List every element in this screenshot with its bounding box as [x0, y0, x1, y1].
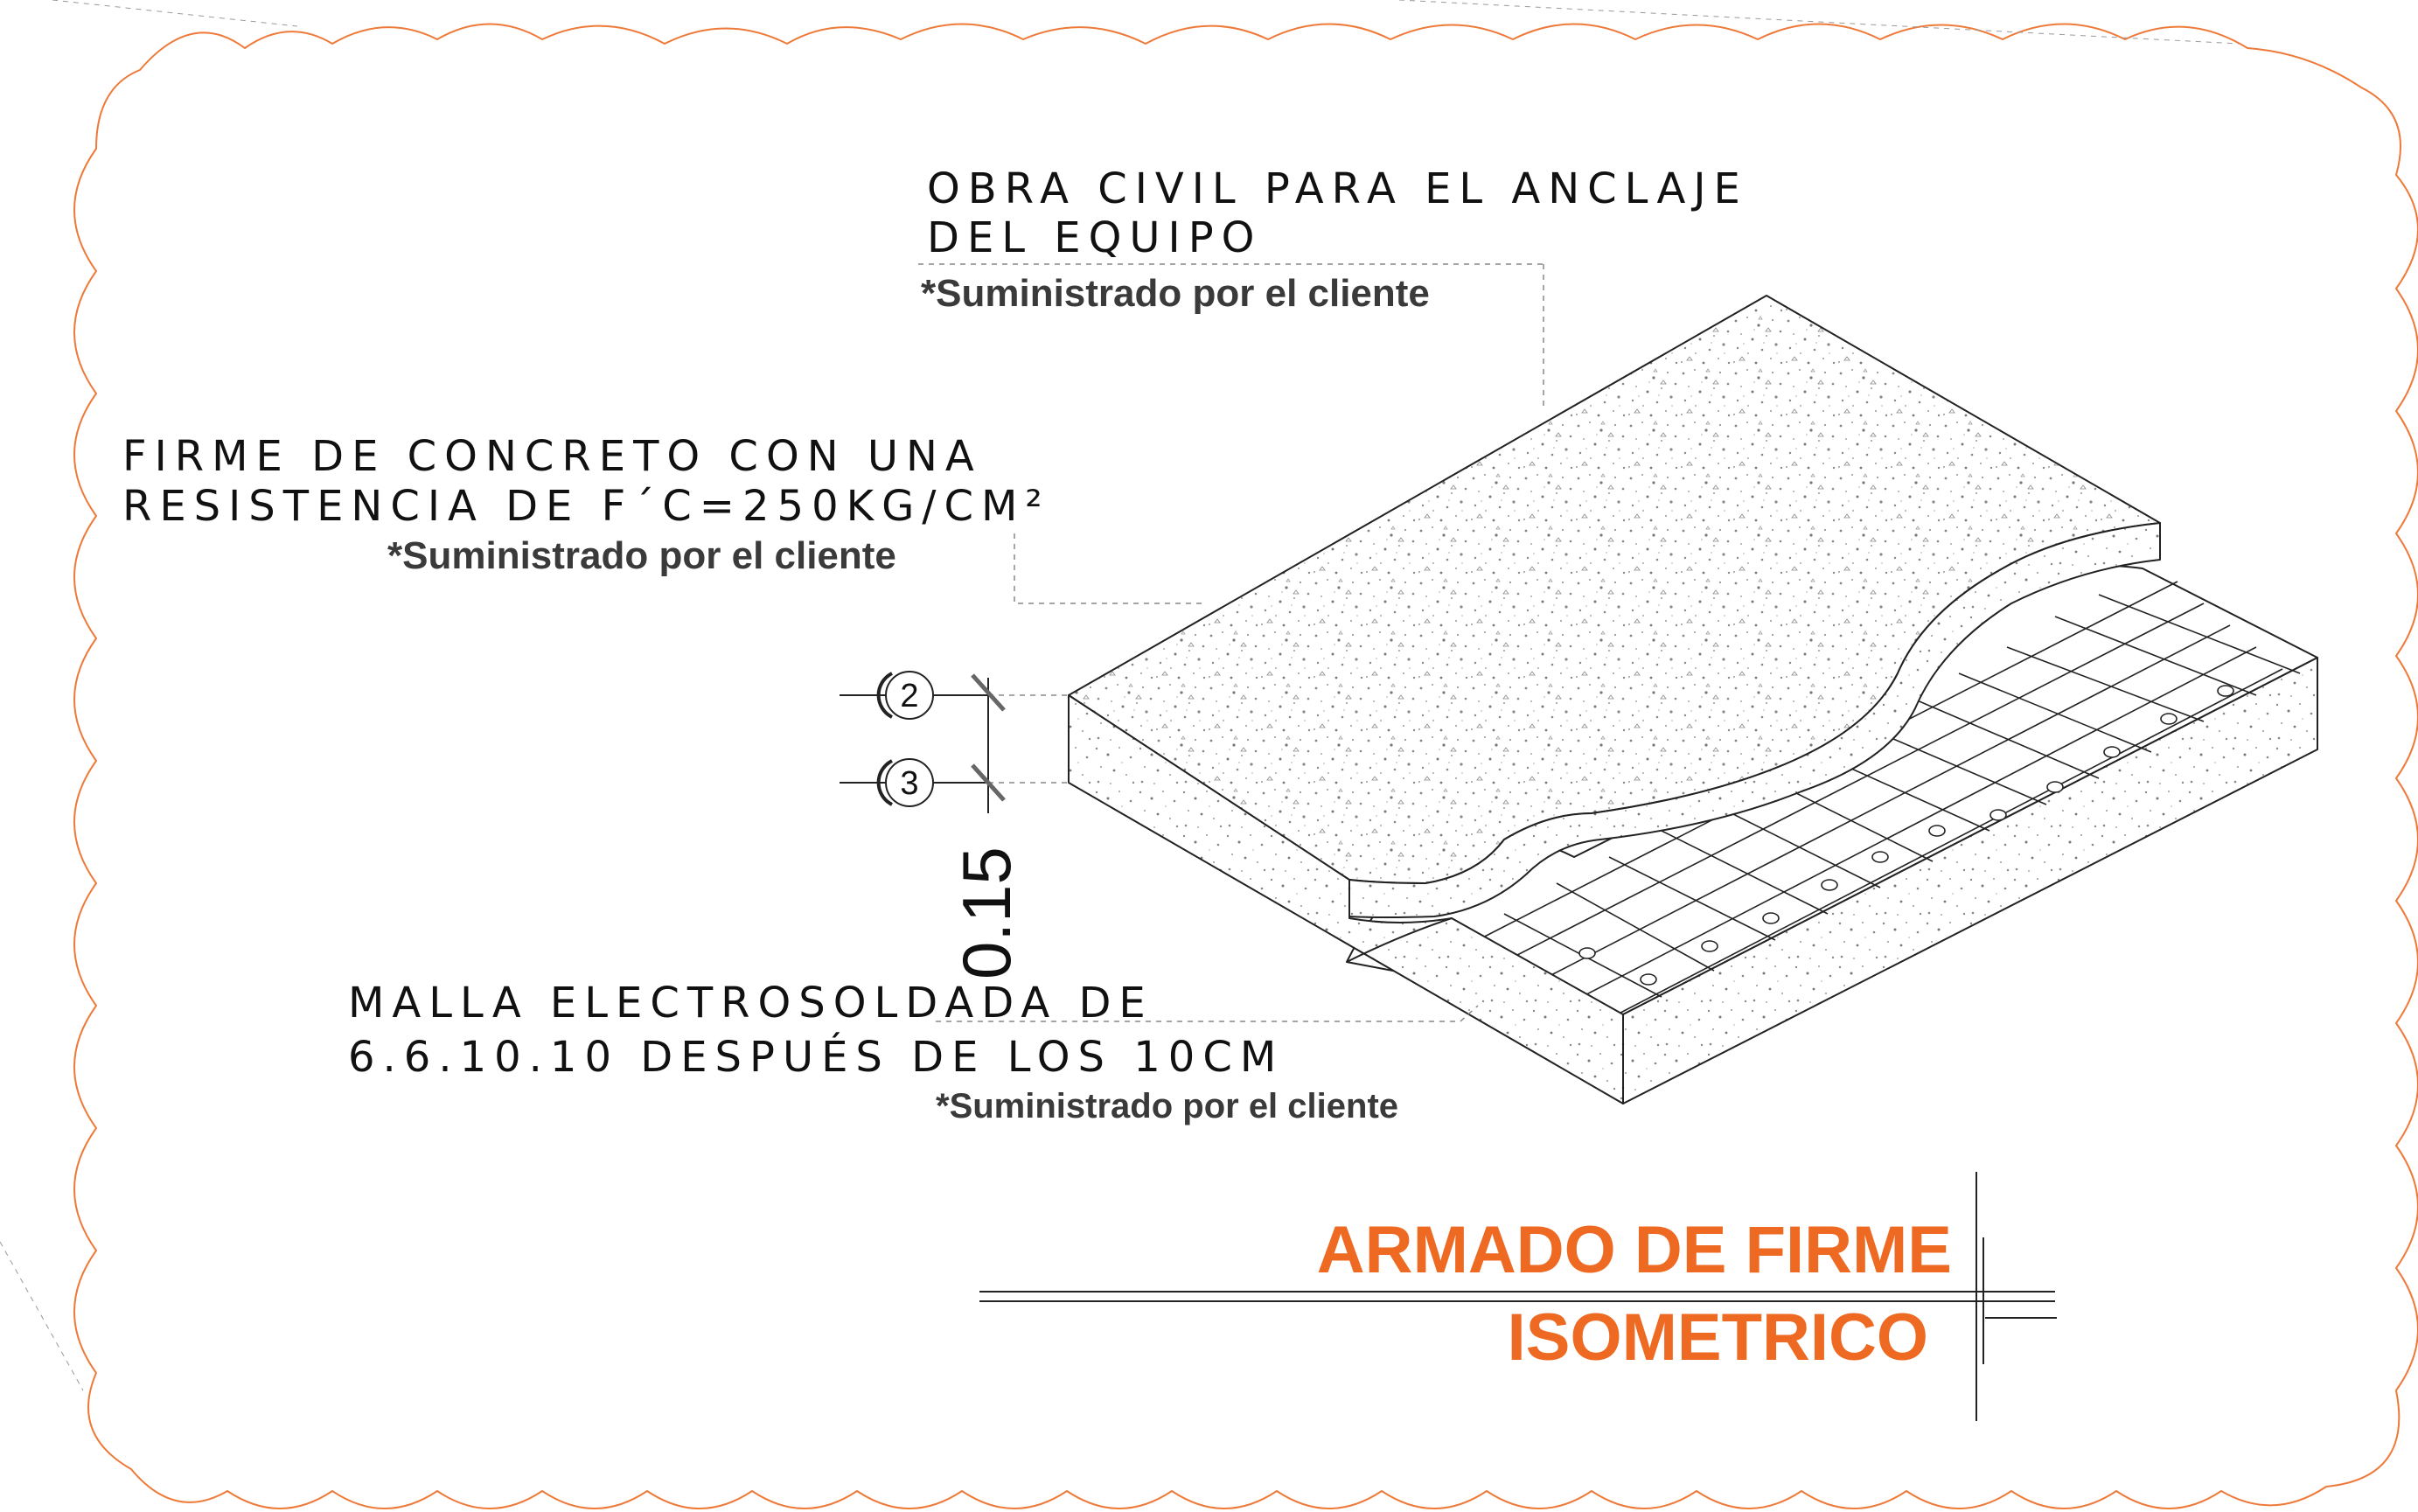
note-slab-line1: FIRME DE CONCRETO CON UNA	[122, 432, 982, 481]
dimension-value: 0.15	[948, 847, 1025, 979]
section-callout-2: 2	[840, 671, 988, 720]
thickness-dimension: 0.15	[948, 673, 1025, 979]
note-anchor-sub: *Suministrado por el cliente	[921, 272, 1430, 315]
note-slab-line2: RESISTENCIA DE F´C=250KG/CM²	[122, 482, 1050, 531]
note-slab-sub: *Suministrado por el cliente	[387, 534, 896, 577]
callout-number: 3	[900, 765, 918, 802]
revision-cloud	[73, 23, 2418, 1509]
note-anchor: OBRA CIVIL PARA EL ANCLAJE DEL EQUIPO *S…	[921, 164, 1748, 315]
note-mesh: MALLA ELECTROSOLDADA DE 6.6.10.10 DESPUÉ…	[348, 979, 1398, 1125]
leader-lines	[918, 263, 1544, 1022]
callout-number: 2	[900, 678, 918, 714]
note-anchor-line1: OBRA CIVIL PARA EL ANCLAJE	[927, 164, 1748, 213]
note-slab: FIRME DE CONCRETO CON UNA RESISTENCIA DE…	[122, 432, 1050, 577]
concrete-wavy-edge	[1348, 522, 2161, 918]
drawing-title: ARMADO DE FIRME	[1317, 1213, 1952, 1287]
section-callout-3: 3	[840, 758, 988, 807]
note-mesh-sub: *Suministrado por el cliente	[936, 1087, 1398, 1125]
isometric-slab	[1068, 295, 2318, 1104]
drawing-subtitle: ISOMETRICO	[1508, 1300, 1928, 1375]
note-mesh-line1: MALLA ELECTROSOLDADA DE	[348, 979, 1153, 1028]
note-mesh-line2: 6.6.10.10 DESPUÉS DE LOS 10CM	[348, 1032, 1284, 1082]
sheet-guide-lines	[0, 0, 2240, 1391]
title-block: ARMADO DE FIRME ISOMETRICO	[979, 1172, 2057, 1421]
concrete-front-face	[1068, 694, 1624, 1104]
note-anchor-line2: DEL EQUIPO	[927, 213, 1262, 262]
